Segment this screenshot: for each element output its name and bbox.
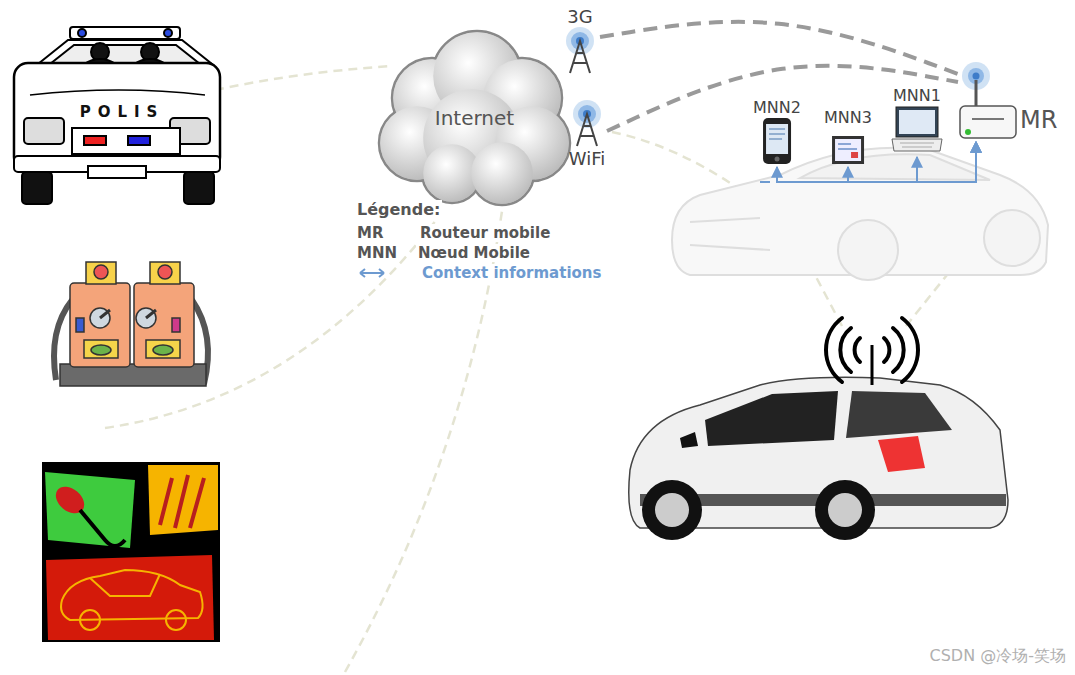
legend-row: Routeur mobile [418, 224, 552, 242]
radio-link [600, 22, 958, 74]
car-marking: POLIS [80, 103, 165, 121]
antenna-icon [560, 27, 600, 75]
node-label: MNN2 [753, 98, 801, 117]
device-node: MNN1 [890, 86, 944, 155]
cloud-node: Internet [372, 28, 577, 208]
bus-line [760, 181, 770, 183]
legend-title: Légende: [355, 200, 442, 219]
phone-icon [762, 117, 792, 165]
faded-car [672, 148, 1048, 280]
legend-key: MNN [355, 244, 399, 262]
tablet-icon [831, 135, 865, 165]
garage-icon [42, 462, 220, 642]
bus-link [777, 142, 976, 182]
context-lines [105, 66, 975, 672]
device-node: MNN3 [824, 108, 872, 165]
legend-row: Context informations [358, 264, 603, 282]
legend-key: MR [355, 224, 385, 242]
watermark: CSDN @冷场-笑场 [930, 646, 1066, 667]
antenna-node: WiFi [567, 100, 607, 169]
router-icon [958, 62, 1018, 140]
node-label: MNN1 [893, 86, 941, 105]
antenna-node: 3G [560, 6, 600, 75]
legend-text: Nœud Mobile [416, 244, 532, 262]
node-label: 3G [567, 6, 592, 27]
police-car [14, 27, 220, 204]
laptop-icon [890, 105, 944, 155]
legend-row: Nœud Mobile [416, 244, 532, 262]
device-node: MNN2 [753, 98, 801, 165]
antenna-icon [567, 100, 607, 148]
node-label: WiFi [569, 148, 605, 169]
car [629, 318, 1008, 540]
device-node: MR [958, 62, 1057, 140]
node-label: MR [1020, 106, 1057, 134]
legend-text: Context informations [420, 264, 603, 282]
node-label: Internet [435, 106, 514, 130]
legend-arrow [358, 266, 386, 280]
node-label: MNN3 [824, 108, 872, 127]
legend-text: Routeur mobile [418, 224, 552, 242]
gas-pump [54, 262, 208, 386]
